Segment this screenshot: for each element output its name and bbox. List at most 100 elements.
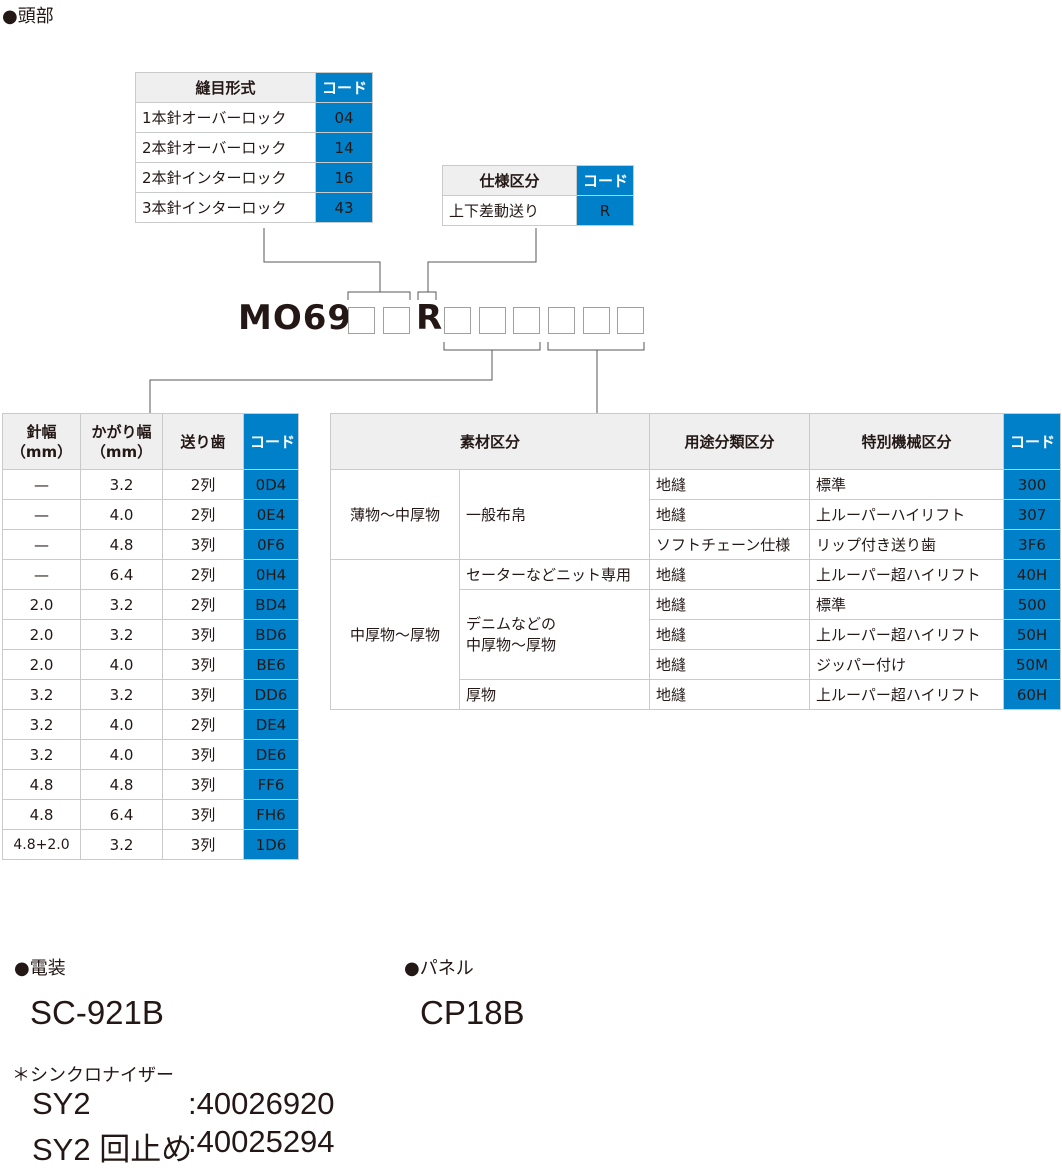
code-cell: 0D4 <box>243 469 299 500</box>
special-cell: 標準 <box>809 589 1005 620</box>
code-cell: 43 <box>315 192 373 223</box>
feed-dog: 3列 <box>162 799 244 830</box>
table-row: 地縫 上ルーパーハイリフト 307 <box>331 499 1062 530</box>
overedge-width: 4.0 <box>80 739 163 770</box>
needle-width: 2.0 <box>2 619 81 650</box>
table-row: 地縫 上ルーパー超ハイリフト 50H <box>331 619 1062 650</box>
stitch-name: 3本針インターロック <box>135 192 316 223</box>
header-cell: 素材区分 <box>329 413 651 470</box>
synchronizer-value: :40026920 <box>188 1086 335 1121</box>
usage-cell: 地縫 <box>649 619 811 650</box>
spec-name: 上下差動送り <box>442 195 577 226</box>
code-cell: DE4 <box>243 709 299 740</box>
usage-group: デニムなどの 中厚物〜厚物 <box>458 589 651 680</box>
header-cell-code: コード <box>576 165 634 196</box>
needle-width: 3.2 <box>2 679 81 710</box>
usage-group: セーターなどニット専用 <box>458 559 651 590</box>
usage-cell: 地縫 <box>649 469 811 500</box>
needle-width: 3.2 <box>2 739 81 770</box>
feed-dog: 3列 <box>162 769 244 800</box>
code-box <box>383 307 410 334</box>
code-box <box>548 307 575 334</box>
overedge-width: 4.0 <box>80 709 163 740</box>
header-cell: 針幅 （mm） <box>2 413 81 470</box>
header-cell: 送り歯 <box>162 413 244 470</box>
header-cell-code: コード <box>243 413 299 470</box>
code-box <box>617 307 644 334</box>
feed-dog: 2列 <box>162 589 244 620</box>
overedge-width: 4.8 <box>80 769 163 800</box>
table-header-row: 素材区分 用途分類区分 特別機械区分 コード <box>329 413 1062 470</box>
needle-width: 4.8 <box>2 799 81 830</box>
usage-group: 一般布帛 <box>458 469 651 560</box>
table-header-row: 縫目形式 コード <box>135 72 373 103</box>
header-cell: 仕様区分 <box>442 165 577 196</box>
usage-cell: ソフトチェーン仕様 <box>649 529 811 560</box>
material-group: 薄物〜中厚物 <box>330 469 460 560</box>
synchronizer-label: ＊シンクロナイザー <box>12 1065 174 1086</box>
code-cell: 0H4 <box>243 559 299 590</box>
header-cell: かがり幅 （mm） <box>80 413 163 470</box>
table-row: 地縫 ジッパー付け 50M <box>331 649 1062 680</box>
needle-width: — <box>2 529 81 560</box>
overedge-width: 3.2 <box>80 829 163 860</box>
head-section-title: ●頭部 <box>2 6 54 27</box>
overedge-width: 6.4 <box>80 559 163 590</box>
code-cell: 0F6 <box>243 529 299 560</box>
feed-dog: 3列 <box>162 679 244 710</box>
overedge-width: 6.4 <box>80 799 163 830</box>
material-group: 中厚物〜厚物 <box>330 559 460 710</box>
special-cell: 上ルーパー超ハイリフト <box>809 679 1005 710</box>
needle-width: — <box>2 559 81 590</box>
needle-width: 4.8+2.0 <box>2 829 81 860</box>
header-cell: 特別機械区分 <box>809 413 1005 470</box>
table-row: 3本針インターロック 43 <box>135 192 373 223</box>
code-box <box>479 307 506 334</box>
spec-table: 仕様区分 コード 上下差動送り R <box>442 165 634 226</box>
synchronizer-value: :40025294 <box>188 1124 335 1159</box>
code-cell: FF6 <box>243 769 299 800</box>
feed-dog: 3列 <box>162 619 244 650</box>
table-row: 厚物 地縫 上ルーパー超ハイリフト 60H <box>331 679 1062 710</box>
code-cell: 300 <box>1003 469 1062 500</box>
code-cell: FH6 <box>243 799 299 830</box>
feed-dog: 3列 <box>162 649 244 680</box>
special-cell: 標準 <box>809 469 1005 500</box>
table-row: デニムなどの 中厚物〜厚物 地縫 標準 500 <box>331 589 1062 680</box>
code-cell: 04 <box>315 102 373 133</box>
code-cell: R <box>576 195 634 226</box>
header-cell: 用途分類区分 <box>649 413 811 470</box>
special-cell: リップ付き送り歯 <box>809 529 1005 560</box>
feed-dog: 3列 <box>162 529 244 560</box>
special-cell: ジッパー付け <box>809 649 1005 680</box>
code-box <box>513 307 540 334</box>
usage-cell: 地縫 <box>649 559 811 590</box>
electrical-value: SC-921B <box>30 994 164 1031</box>
synchronizer-name: SY2 回止め <box>32 1132 193 1167</box>
overedge-width: 3.2 <box>80 469 163 500</box>
feed-dog: 3列 <box>162 829 244 860</box>
table-row: 中厚物〜厚物 セーターなどニット専用 地縫 上ルーパー超ハイリフト 40H <box>330 559 1062 710</box>
stitch-name: 1本針オーバーロック <box>135 102 316 133</box>
code-box <box>583 307 610 334</box>
panel-label: ●パネル <box>404 958 474 979</box>
header-cell-code: コード <box>315 72 373 103</box>
code-cell: DD6 <box>243 679 299 710</box>
usage-cell: 地縫 <box>649 499 811 530</box>
overedge-width: 3.2 <box>80 619 163 650</box>
table-header-row: 仕様区分 コード <box>442 165 634 196</box>
code-cell: 16 <box>315 162 373 193</box>
overedge-width: 3.2 <box>80 589 163 620</box>
feed-dog: 2列 <box>162 499 244 530</box>
special-cell: 上ルーパーハイリフト <box>809 499 1005 530</box>
